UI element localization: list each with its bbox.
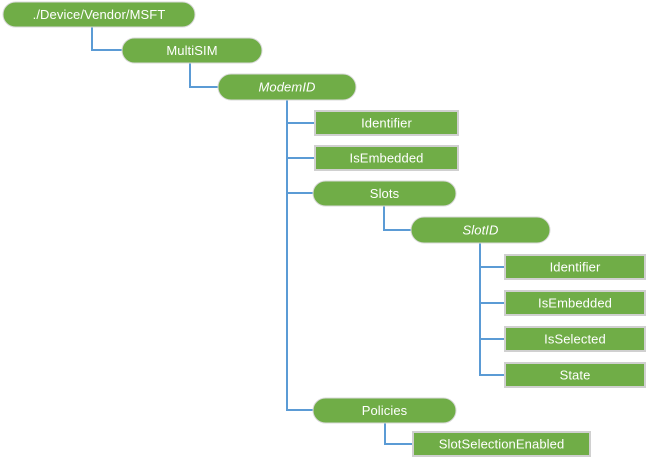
node-box-root[interactable] bbox=[2, 1, 196, 28]
connector-modemid-to-slots bbox=[286, 100, 313, 194]
node-label-root: ./Device/Vendor/MSFT bbox=[33, 7, 166, 22]
node-box-slot-isembedded[interactable] bbox=[504, 290, 646, 316]
node-box-slot-isselected[interactable] bbox=[504, 326, 646, 352]
node-box-slots[interactable] bbox=[312, 180, 457, 207]
connector-slotid-to-isselected bbox=[479, 243, 505, 340]
node-label-slotid: SlotID bbox=[462, 222, 498, 237]
node-box-modem-identifier[interactable] bbox=[314, 110, 459, 136]
connector-modemid-to-identifier bbox=[286, 100, 315, 124]
node-slotselectionenabled[interactable]: SlotSelectionEnabled bbox=[412, 431, 591, 457]
node-slotid[interactable]: SlotID bbox=[410, 216, 551, 244]
node-multisim[interactable]: MultiSIM bbox=[121, 37, 263, 64]
node-slots[interactable]: Slots bbox=[312, 180, 457, 207]
node-label-modem-isembedded: IsEmbedded bbox=[350, 150, 424, 165]
node-label-modem-identifier: Identifier bbox=[361, 115, 412, 130]
connector-slotid-to-identifier bbox=[479, 243, 505, 268]
node-box-slotid[interactable] bbox=[410, 216, 551, 244]
node-label-slot-state: State bbox=[560, 367, 591, 382]
connector-slots-to-slotid bbox=[383, 206, 411, 231]
node-modemid[interactable]: ModemID bbox=[217, 73, 357, 101]
node-policies[interactable]: Policies bbox=[312, 397, 457, 424]
connector-multisim-to-modemid bbox=[189, 63, 218, 88]
node-box-modemid[interactable] bbox=[217, 73, 357, 101]
node-label-slot-isselected: IsSelected bbox=[544, 331, 606, 346]
connector-policies-to-ssenabled bbox=[384, 423, 413, 445]
node-slot-identifier[interactable]: Identifier bbox=[504, 254, 646, 280]
connector-slotid-to-isembedded bbox=[479, 243, 505, 304]
node-label-multisim: MultiSIM bbox=[166, 43, 217, 58]
node-box-slot-state[interactable] bbox=[504, 362, 646, 388]
node-label-slot-identifier: Identifier bbox=[550, 259, 601, 274]
connector-root-to-multisim bbox=[91, 27, 122, 51]
node-box-multisim[interactable] bbox=[121, 37, 263, 64]
node-modem-isembedded[interactable]: IsEmbedded bbox=[314, 145, 459, 171]
node-box-slot-identifier[interactable] bbox=[504, 254, 646, 280]
connector-layer bbox=[91, 27, 505, 445]
node-modem-identifier[interactable]: Identifier bbox=[314, 110, 459, 136]
node-layer: ./Device/Vendor/MSFT MultiSIM ModemID Ident… bbox=[2, 1, 646, 457]
node-box-slotselectionenabled[interactable] bbox=[412, 431, 591, 457]
node-slot-state[interactable]: State bbox=[504, 362, 646, 388]
connector-modemid-to-policies bbox=[286, 100, 313, 411]
node-label-modemid: ModemID bbox=[258, 79, 315, 94]
node-label-slots: Slots bbox=[370, 186, 400, 201]
node-box-modem-isembedded[interactable] bbox=[314, 145, 459, 171]
node-box-policies[interactable] bbox=[312, 397, 457, 424]
node-slot-isselected[interactable]: IsSelected bbox=[504, 326, 646, 352]
node-label-policies: Policies bbox=[362, 403, 408, 418]
node-label-slot-isembedded: IsEmbedded bbox=[538, 295, 612, 310]
connector-modemid-to-isembedded bbox=[286, 100, 315, 159]
node-label-slotselectionenabled: SlotSelectionEnabled bbox=[439, 436, 565, 451]
connector-slotid-to-state bbox=[479, 243, 505, 376]
node-slot-isembedded[interactable]: IsEmbedded bbox=[504, 290, 646, 316]
node-root[interactable]: ./Device/Vendor/MSFT bbox=[2, 1, 196, 28]
